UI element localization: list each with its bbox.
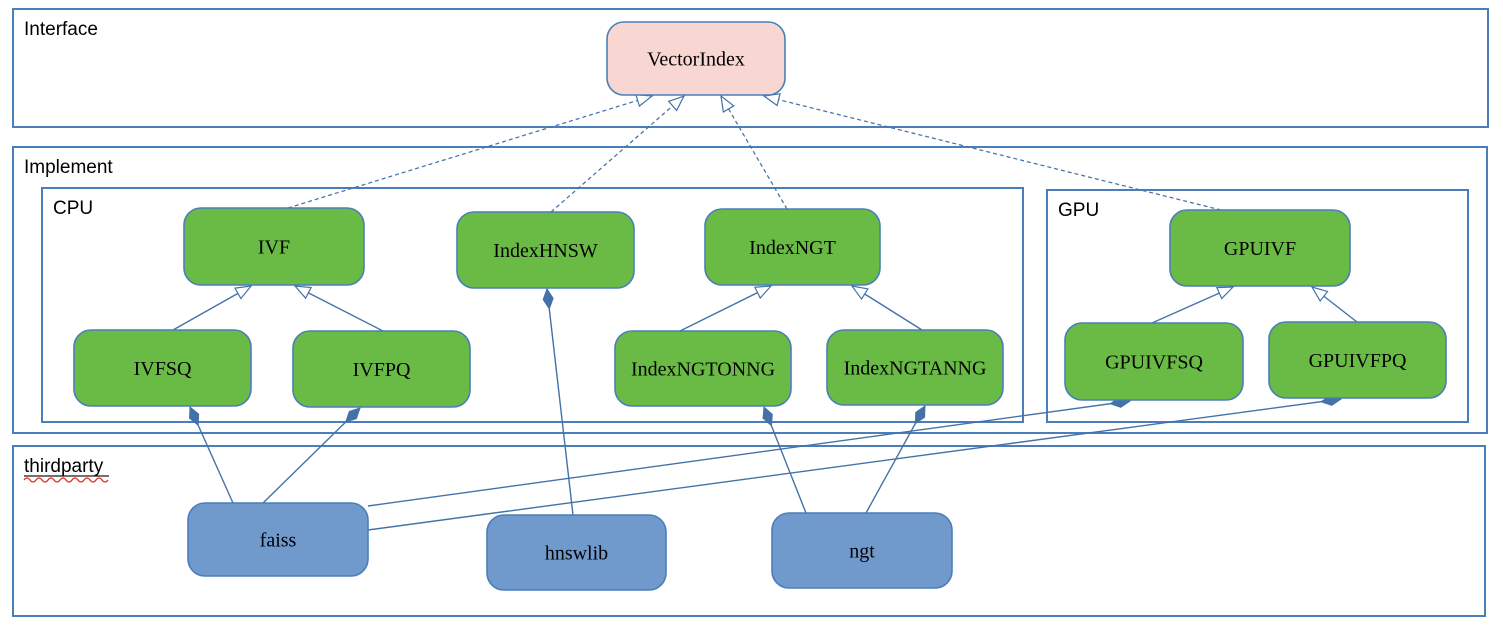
node-ivfpq[interactable] xyxy=(292,330,471,408)
edge-generalization-indexngtonng-to-indexngt xyxy=(679,285,773,332)
node-ivfsq[interactable] xyxy=(73,329,252,407)
node-gpuivf-label: GPUIVF xyxy=(1224,238,1296,260)
node-ivfsq-label: IVFSQ xyxy=(134,358,192,380)
node-vectorindex[interactable] xyxy=(606,21,786,96)
edge-generalization-ivfsq-to-ivf xyxy=(172,285,253,331)
node-gpuivfsq[interactable] xyxy=(1064,322,1244,401)
node-ivf[interactable] xyxy=(183,207,365,286)
node-ivf-label: IVF xyxy=(258,237,290,259)
container-gpu-label: GPU xyxy=(1058,200,1099,221)
node-faiss[interactable] xyxy=(187,502,369,577)
container-implement-label: Implement xyxy=(24,157,113,178)
node-gpuivfsq-label: GPUIVFSQ xyxy=(1105,352,1203,374)
edge-generalization-gpuivfsq-to-gpuivf xyxy=(1151,286,1235,324)
edge-composition-ngt-to-indexngtonng xyxy=(764,407,807,514)
container-cpu-label: CPU xyxy=(53,198,93,219)
edge-generalization-gpuivfpq-to-gpuivf xyxy=(1310,286,1358,323)
node-indexhnsw[interactable] xyxy=(456,211,635,289)
node-gpuivfpq-label: GPUIVFPQ xyxy=(1309,350,1407,372)
edge-generalization-ivfpq-to-ivf xyxy=(293,285,384,332)
container-thirdparty[interactable] xyxy=(12,445,1486,617)
container-thirdparty-label: thirdparty xyxy=(24,456,104,477)
node-indexngt-label: IndexNGT xyxy=(749,237,836,259)
edge-realization-ivf-to-vectorindex xyxy=(287,94,654,209)
edge-realization-indexngt-to-vectorindex xyxy=(720,94,788,210)
node-hnswlib[interactable] xyxy=(486,514,667,591)
edge-composition-faiss-to-ivfsq xyxy=(190,407,234,504)
edge-realization-gpuivf-to-vectorindex xyxy=(762,93,1222,211)
node-indexngtanng-label: IndexNGTANNG xyxy=(844,358,987,380)
spellcheck-squiggle-icon xyxy=(23,477,109,483)
container-interface[interactable] xyxy=(12,8,1489,128)
edge-generalization-indexngtanng-to-indexngt xyxy=(850,285,923,331)
node-vectorindex-label: VectorIndex xyxy=(647,49,745,71)
edge-composition-hnswlib-to-indexhnsw xyxy=(547,289,574,516)
node-ngt[interactable] xyxy=(771,512,953,589)
container-cpu[interactable] xyxy=(41,187,1024,423)
node-ivfpq-label: IVFPQ xyxy=(353,359,411,381)
node-indexngtanng[interactable] xyxy=(826,329,1004,406)
edge-composition-faiss-to-ivfpq xyxy=(262,408,360,504)
edge-composition-faiss-to-gpuivfsq xyxy=(367,401,1130,507)
edge-realization-indexhnsw-to-vectorindex xyxy=(550,94,686,213)
node-gpuivf[interactable] xyxy=(1169,209,1351,287)
container-gpu[interactable] xyxy=(1046,189,1469,423)
container-interface-label: Interface xyxy=(24,19,98,40)
container-implement[interactable] xyxy=(12,146,1488,434)
node-indexngtonng[interactable] xyxy=(614,330,792,407)
node-indexhnsw-label: IndexHNSW xyxy=(493,240,598,262)
node-gpuivfpq[interactable] xyxy=(1268,321,1447,399)
node-indexngt[interactable] xyxy=(704,208,881,286)
node-indexngtonng-label: IndexNGTONNG xyxy=(631,359,775,381)
node-ngt-label: ngt xyxy=(849,541,875,563)
node-hnswlib-label: hnswlib xyxy=(545,543,608,565)
edge-composition-faiss-to-gpuivfpq xyxy=(367,399,1341,531)
node-faiss-label: faiss xyxy=(260,530,297,552)
